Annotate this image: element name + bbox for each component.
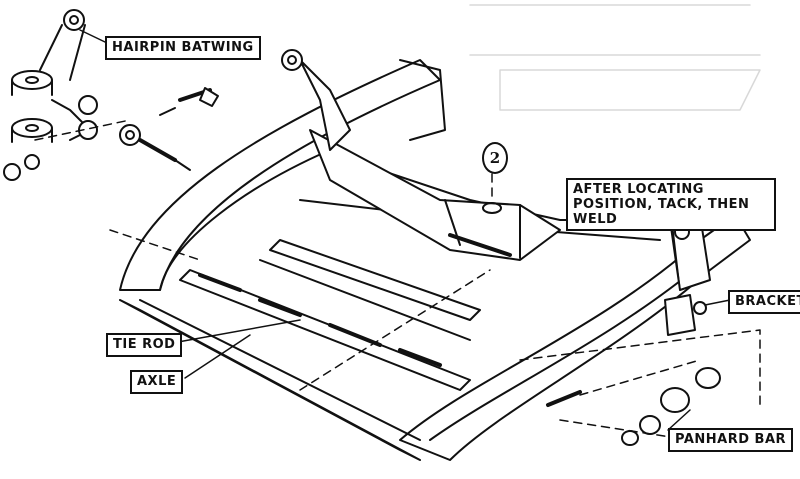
leader-lines	[79, 29, 731, 431]
hairpin-batwing-part	[11, 9, 98, 143]
label-tie-rod: TIE ROD	[106, 333, 183, 357]
step-number-badge: 2	[482, 142, 508, 174]
label-panhard-bar: PANHARD BAR	[668, 428, 794, 452]
faded-watermark	[469, 4, 761, 111]
assembly-lines	[34, 119, 761, 441]
label-hairpin-batwing: HAIRPIN BATWING	[105, 36, 261, 60]
axle-tie-rod-group	[179, 239, 481, 391]
label-axle: AXLE	[130, 370, 184, 394]
label-bracket: BRACKET	[728, 290, 800, 314]
front-crossmember	[119, 59, 441, 291]
center-spine	[309, 129, 561, 261]
rod-end-hardware	[3, 87, 219, 181]
top-frame-rail	[281, 49, 446, 151]
label-after-locating: AFTER LOCATING POSITION, TACK, THEN WELD	[566, 178, 776, 231]
